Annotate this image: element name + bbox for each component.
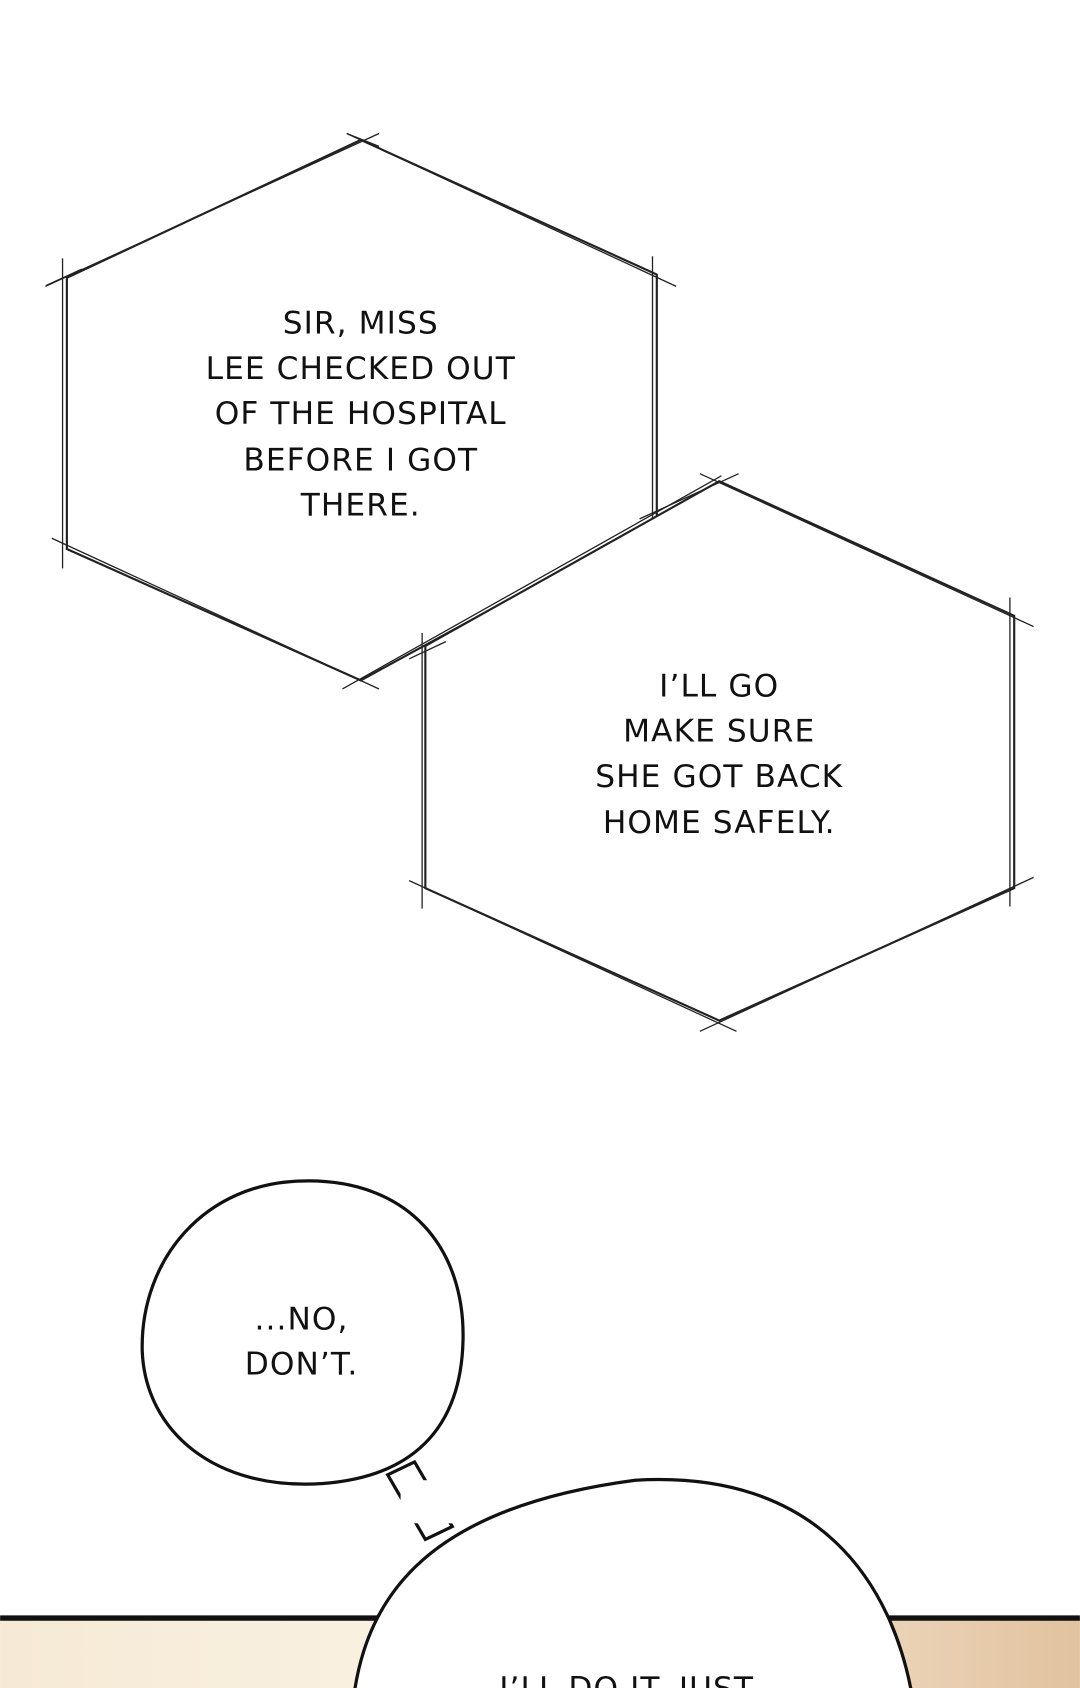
hex2-line: MAKE SURE — [623, 714, 815, 750]
round-line: ...NO, — [255, 1302, 349, 1338]
round-speech-bubble: ...NO, DON’T. — [140, 1179, 465, 1542]
hex2-line: SHE GOT BACK — [595, 759, 843, 795]
hex1-line: SIR, MISS — [283, 306, 439, 342]
hex-speech-bubble-2: I’LL GO MAKE SURE SHE GOT BACK HOME SAFE… — [408, 473, 1034, 1032]
round-line: DON’T. — [245, 1347, 359, 1383]
hex1-line: THERE. — [300, 488, 421, 524]
hex2-line: HOME SAFELY. — [603, 805, 836, 841]
large-speech-bubble: I’LL DO IT. JUST — [353, 1477, 913, 1688]
hex1-line: OF THE HOSPITAL — [215, 396, 507, 432]
hex2-line: I’LL GO — [659, 669, 779, 705]
hex1-line: LEE CHECKED OUT — [206, 351, 516, 387]
hex1-line: BEFORE I GOT — [243, 442, 478, 478]
hex-speech-bubble-1: SIR, MISS LEE CHECKED OUT OF THE HOSPITA… — [45, 132, 722, 690]
big-bubble-line: I’LL DO IT. JUST — [499, 1671, 754, 1688]
